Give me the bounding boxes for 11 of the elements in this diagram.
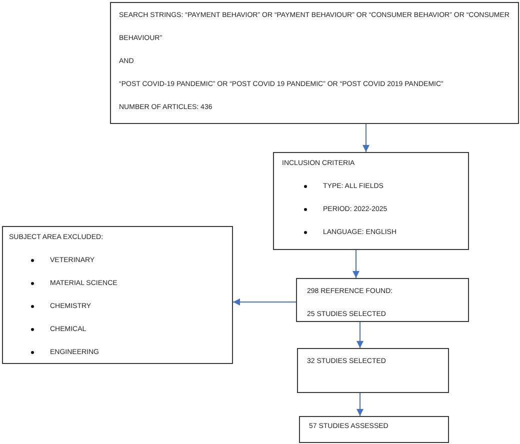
arrow	[356, 392, 364, 416]
process-box	[273, 152, 469, 250]
arrow	[232, 298, 296, 306]
process-box	[297, 348, 449, 393]
arrow	[362, 124, 370, 152]
process-box	[296, 278, 469, 322]
arrow	[352, 250, 360, 278]
process-box	[2, 226, 233, 364]
process-box	[299, 416, 449, 443]
arrow	[356, 322, 364, 348]
process-box	[110, 2, 519, 124]
